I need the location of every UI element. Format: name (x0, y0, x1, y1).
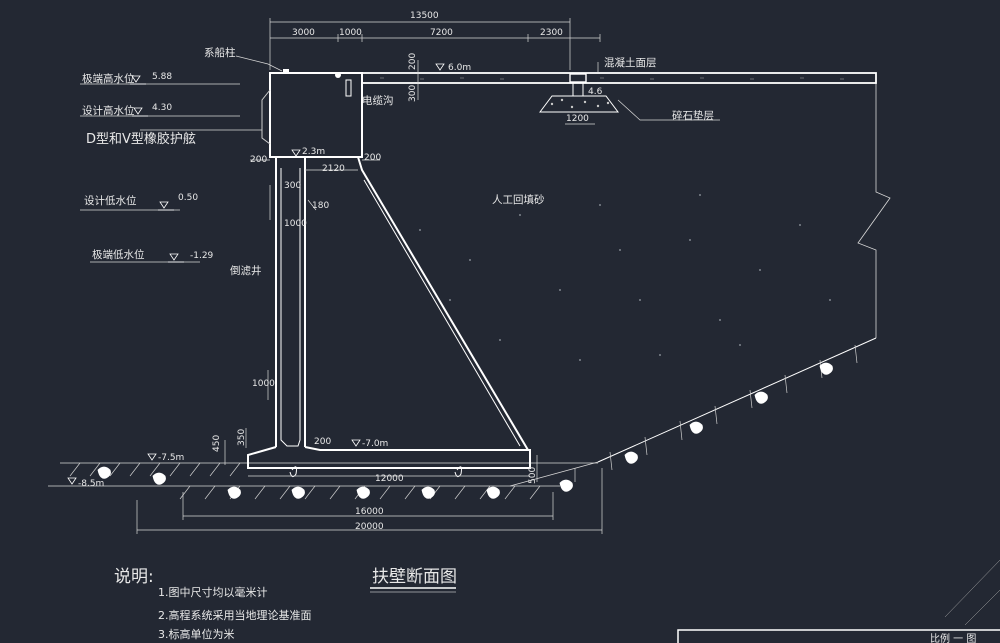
dim-1000-low: 1000 (252, 379, 275, 389)
dim-200-left: 200 (250, 155, 267, 165)
elev-bottom: -8.5m (78, 479, 104, 489)
concrete-surface-label: 混凝土面层 (604, 56, 657, 69)
backfill-boundary (48, 73, 891, 487)
dim-1200: 1200 (566, 114, 589, 124)
elevation-text: 6.0m 2.3m -7.0m -7.5m -8.5m (78, 63, 471, 489)
drawing-title: 扶壁断面图 (372, 567, 457, 587)
dim-20000: 20000 (355, 522, 384, 532)
elev-base-top: -7.0m (362, 439, 388, 449)
design-high-water-value: 4.30 (152, 103, 172, 113)
filter-well-label: 倒滤井 (230, 264, 262, 277)
extreme-low-water-value: -1.29 (190, 251, 214, 261)
elev-top: 6.0m (448, 63, 471, 73)
fender-label: D型和V型橡胶护舷 (86, 131, 196, 147)
note-item-1: 1.图中尺寸均以毫米计 (158, 585, 268, 599)
drawing-title-block: 扶壁断面图 (370, 567, 457, 593)
dimension-lines (136, 18, 603, 534)
dim-200-right: 200 (364, 153, 381, 163)
gravel-cushion-label: 碎石垫层 (672, 109, 714, 122)
design-high-water-label: 设计高水位 (82, 104, 135, 117)
dim-300-top: 300 (408, 85, 418, 102)
cable-trench-label: 电缆沟 (362, 94, 394, 107)
extreme-high-water-value: 5.88 (152, 72, 172, 82)
dim-total-top: 13500 (410, 11, 439, 21)
dim-500: 500 (528, 467, 538, 484)
elev-cap-bottom: 2.3m (302, 147, 325, 157)
dim-16000: 16000 (355, 507, 384, 517)
dim-12000: 12000 (375, 474, 404, 484)
dim-200-top: 200 (408, 53, 418, 70)
component-labels: 系船柱 D型和V型橡胶护舷 电缆沟 混凝土面层 碎石垫层 人工回填砂 倒滤井 (86, 46, 714, 277)
backfill-texture (419, 194, 831, 361)
dim-2120: 2120 (322, 164, 345, 174)
dim-1000: 1000 (339, 28, 362, 38)
design-low-water-label: 设计低水位 (84, 194, 137, 207)
elev-toe: -7.5m (158, 453, 184, 463)
dim-4-6: 4.6 (588, 87, 603, 97)
note-item-3: 3.标高单位为米 (158, 627, 235, 641)
extreme-high-water-label: 极端高水位 (82, 72, 135, 85)
dim-180: 180 (312, 201, 329, 211)
soil-hatching (69, 344, 858, 500)
note-item-2: 2.高程系统采用当地理论基准面 (158, 608, 312, 622)
dimension-text: 13500 3000 1000 7200 2300 200 300 4.6 12… (212, 11, 603, 532)
rubble-stones (97, 362, 833, 499)
backfill-label: 人工回填砂 (492, 193, 545, 206)
title-block-corner: 比例 一 图 (677, 559, 1000, 643)
notes-block: 说明: 1.图中尺寸均以毫米计 2.高程系统采用当地理论基准面 3.标高单位为米 (114, 567, 312, 641)
dim-450: 450 (212, 435, 222, 452)
dim-1000-wall: 1000 (284, 219, 307, 229)
leader-lines (80, 55, 720, 263)
buttress-wall-structure (247, 69, 877, 478)
elevation-markers (67, 63, 445, 485)
dim-200-base: 200 (314, 437, 331, 447)
dim-350: 350 (237, 429, 247, 446)
design-low-water-value: 0.50 (178, 193, 198, 203)
dim-7200: 7200 (430, 28, 453, 38)
bollard-label: 系船柱 (204, 46, 236, 59)
water-level-text: 极端高水位 5.88 设计高水位 4.30 设计低水位 0.50 极端低水位 -… (82, 72, 214, 261)
dim-3000: 3000 (292, 28, 315, 38)
dim-2300: 2300 (540, 28, 563, 38)
notes-heading: 说明: (114, 567, 154, 587)
title-block-text: 比例 一 图 (930, 632, 976, 643)
dim-300: 300 (284, 181, 301, 191)
extreme-low-water-label: 极端低水位 (92, 248, 145, 261)
